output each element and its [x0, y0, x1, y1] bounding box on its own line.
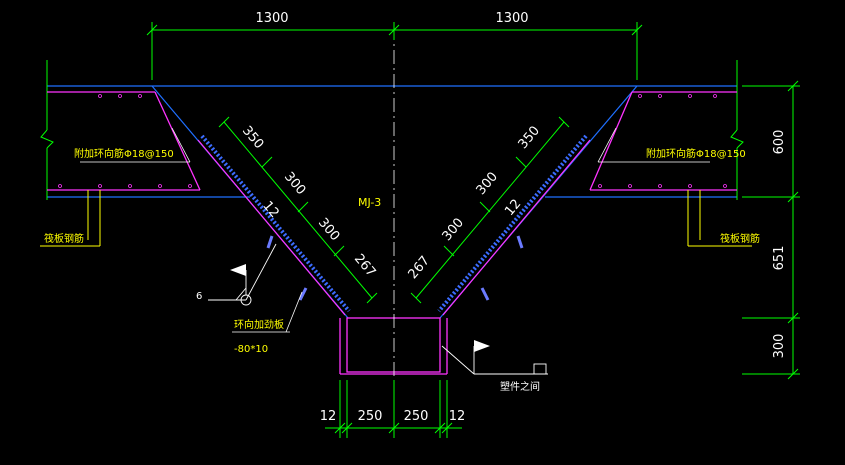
rebar-leader-left: [80, 127, 191, 163]
dim-slope-right-2: 300: [474, 169, 501, 198]
rebar-label-right: 附加环向筋Φ18@150: [646, 147, 746, 160]
dim-bottom-3: 250: [404, 409, 429, 424]
dim-slope-left-3: 300: [315, 215, 342, 244]
member-mark: MJ-3: [358, 196, 381, 209]
ring-plate-label: 环向加劲板: [234, 318, 284, 331]
dim-slope-right-4: 267: [406, 253, 433, 282]
weld-symbol-right: [441, 345, 548, 375]
dim-bottom-2: 250: [358, 409, 383, 424]
dim-bottom-1: 12: [320, 409, 337, 424]
concrete-outline: [47, 85, 737, 319]
slope-dim-left: [218, 116, 378, 304]
dim-slope-right-1: 350: [516, 123, 543, 152]
dim-slope-left-1: 350: [239, 123, 266, 152]
steel-plate-right: [437, 134, 591, 316]
ring-plate-leader: [232, 291, 303, 333]
dim-slope-right-3: 300: [440, 215, 467, 244]
bottom-dimension: [325, 380, 462, 438]
rebar-lines: [47, 91, 737, 375]
dim-top-left: 1300: [255, 11, 288, 26]
dim-slope-right-thk: 12: [502, 197, 524, 219]
right-dimension: [742, 80, 800, 380]
ring-plate-size: -80*10: [234, 344, 268, 355]
dim-top-right: 1300: [495, 11, 528, 26]
rebar-label-left: 附加环向筋Φ18@150: [74, 147, 174, 160]
weld-note: 塑件之间: [500, 380, 540, 393]
dim-slope-left-4: 267: [351, 251, 378, 280]
slab-rebar-leader-left: [40, 190, 101, 247]
rebar-dots: [58, 94, 727, 188]
break-lines: [40, 60, 744, 200]
dim-right-mid: 651: [772, 246, 787, 271]
rebar-leader-right: [597, 127, 710, 163]
dim-right-bottom: 300: [772, 334, 787, 359]
top-dimension: [146, 22, 643, 80]
stiffeners: [266, 235, 524, 301]
slab-rebar-label-left: 筏板钢筋: [44, 232, 84, 245]
dim-right-slab: 600: [772, 130, 787, 155]
dim-bottom-4: 12: [449, 409, 466, 424]
steel-plate-left: [197, 134, 351, 316]
slab-rebar-leader-right: [687, 190, 752, 247]
slab-rebar-label-right: 筏板钢筋: [720, 232, 760, 245]
weld-number: 6: [196, 291, 202, 302]
weld-flag-left: [230, 264, 246, 276]
weld-flag-right: [474, 340, 490, 352]
slope-dim-right: [410, 116, 570, 304]
dim-slope-left-2: 300: [281, 169, 308, 198]
